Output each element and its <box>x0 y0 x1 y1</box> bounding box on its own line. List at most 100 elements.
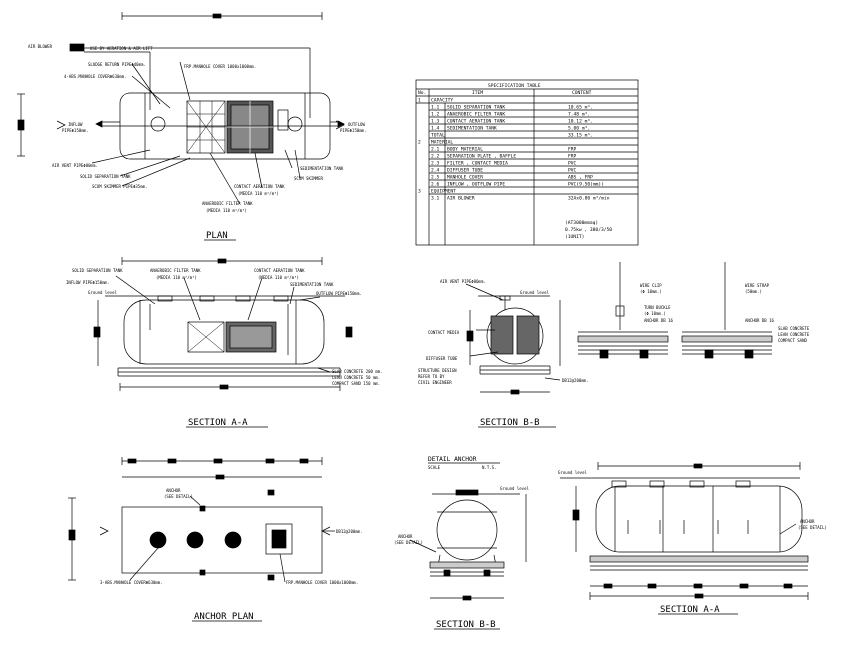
spec-cell-no: 2.3 <box>431 161 440 167</box>
plan-inflow-label: INFLOW <box>68 122 83 127</box>
spec-cell-no: 2.6 <box>431 182 440 188</box>
saa-ground-level-label: Ground level <box>88 290 117 295</box>
spec-cell-item: SEPARATION PLATE , BAFFLE <box>447 154 516 160</box>
spec-header-content: CONTENT <box>572 90 592 96</box>
spec-cell-item: SEDIMENTATION TANK <box>447 126 497 132</box>
spec-cell-no: 1.2 <box>431 112 440 118</box>
spec-cell-item: DIFFUSER TUBE <box>447 168 483 174</box>
da-nts-label: N.T.S. <box>482 465 496 470</box>
strap-wire-strap-label: WIRE STRAP <box>745 283 770 288</box>
spec-cell-item: SOLID SEPARATION TANK <box>447 105 505 111</box>
saa-inflow-label: INFLOW PIPEΦ150mm. <box>66 280 109 285</box>
plan-outflow-pipe-label: PIPEΦ150mm. <box>340 128 367 133</box>
plan-contact-media-label: (MEDIA 110 m²/m³) <box>238 191 279 196</box>
plan-view: AIR BLOWER USE BY AERATION & AIR LIFT SL… <box>17 12 367 241</box>
spec-cell-content: FRP <box>568 147 577 153</box>
saa2-anchor-label: ANCHOR <box>800 519 815 524</box>
saa2-title: SECTION A-A <box>660 605 720 615</box>
spec-cell-item: FILTER , CONTACT MEDIA <box>447 161 508 167</box>
plan-sludge-return-label: SLUDGE RETURN PIPEΦ40mm. <box>88 62 146 67</box>
plan-solid-sep-label: SOLID SEPARATION TANK <box>80 174 131 179</box>
spec-cell-item: BODY MATERIAL <box>447 147 483 153</box>
da-section-title: SECTION B-B <box>436 620 496 630</box>
spec-blower-extra-2: 0.75kw , 380/3/50 <box>565 227 612 233</box>
saa2-see-detail-label: (SEE DETAIL) <box>798 525 827 530</box>
spec-cell-item: INFLOW , OUTFLOW PIPE <box>447 182 505 188</box>
strap-turn-buckle-label: TURN BUCKLE <box>644 305 671 310</box>
spec-cell-no: 1.3 <box>431 119 440 125</box>
saa-lean-label: LEAN CONCRETE 50 mm. <box>332 375 380 380</box>
saa-contact-aeration-label: CONTACT AERATION TANK <box>254 268 305 273</box>
saa-outflow-label: OUTFLOW PIPEΦ150mm. <box>316 291 362 296</box>
spec-cell-no: 1 <box>418 98 421 104</box>
spec-cell-no: 3 <box>418 189 421 195</box>
spec-cell-content: 10.65 m³. <box>568 105 593 111</box>
spec-cell-content: PVC <box>568 168 577 174</box>
saa-anaerobic-media-label: (MEDIA 110 m²/m³) <box>156 275 197 280</box>
ap-frp-label: FRP.MANHOLE COVER 1000x1000mm. <box>286 580 358 585</box>
sbb-diffuser-label: DIFFUSER TUBE <box>426 356 458 361</box>
ap-see-detail-label: (SEE DETAIL) <box>164 494 193 499</box>
sbb-ground-label: Ground level <box>520 290 549 295</box>
anchor-plan-view: ANCHOR (SEE DETAIL) DB12@200mm. 3-ABS.MA… <box>68 457 363 622</box>
plan-anaerobic-label: ANAEROBIC FILTER TANK <box>202 201 253 206</box>
spec-cell-no: 2.5 <box>431 175 440 181</box>
spec-cell-item: EQUIPMENT <box>431 189 456 195</box>
spec-cell-content: 5.00 m³. <box>568 126 590 132</box>
strap-detail-view: WIRE CLIP (Φ 10mm.) TURN BUCKLE (Φ 10mm.… <box>577 262 810 359</box>
da-scale-label: SCALE <box>428 465 441 470</box>
saa-solid-sep-label: SOLID SEPARATION TANK <box>72 268 123 273</box>
strap-sand-label: COMPACT SAND <box>778 338 807 343</box>
spec-cell-content: PVC(9.50(mm)) <box>568 182 604 188</box>
sbb-contact-media-label: CONTACT MEDIA <box>428 330 460 335</box>
spec-header-no: No. <box>418 90 426 96</box>
da-see-detail-label: (SEE DETAIL) <box>394 540 423 545</box>
saa-anaerobic-label: ANAEROBIC FILTER TANK <box>150 268 201 273</box>
spec-cell-content: PVC <box>568 161 577 167</box>
sbb-civil-label: CIVIL ENGINEER <box>418 380 452 385</box>
ap-title: ANCHOR PLAN <box>194 612 254 622</box>
strap-wire-clip-size: (Φ 10mm.) <box>640 289 662 294</box>
strap-anchor-right-label: ANCHOR DB 16 <box>745 318 774 323</box>
plan-title: PLAN <box>206 231 228 241</box>
spec-cell-content: ABS , FRP <box>568 175 593 181</box>
strap-wire-clip-label: WIRE CLIP <box>640 283 662 288</box>
saa-slab-label: SLAB CONCRETE 200 mm. <box>332 369 383 374</box>
plan-outflow-label: OUTFLOW <box>348 122 365 127</box>
plan-inflow-pipe-label: PIPEΦ150mm. <box>62 128 89 133</box>
spec-cell-item: MANHOLE COVER <box>447 175 483 181</box>
spec-cell-no: 3.1 <box>431 196 440 202</box>
sbb-db-label: DB12@200mm. <box>562 378 589 383</box>
spec-cell-item: ANAEROBIC FILTER TANK <box>447 112 505 118</box>
spec-blower-extra-3: (1UNIT) <box>565 234 584 240</box>
spec-cell-item: MATERIAL <box>431 140 453 146</box>
spec-blower-extra-1: (AT3000mmaq) <box>565 220 598 226</box>
strap-lean-label: LEAN CONCRETE <box>778 332 810 337</box>
spec-cell-no: 1.1 <box>431 105 440 111</box>
spec-header-item: ITEM <box>472 90 483 96</box>
ap-abs-label: 3-ABS.MANHOLE COVERΦ630mm. <box>100 580 163 585</box>
spec-table-title: SPECIFICATION TABLE <box>488 83 541 89</box>
da-title: DETAIL ANCHOR <box>428 456 477 463</box>
spec-cell-no: 1.4 <box>431 126 440 132</box>
spec-cell-content: 7.48 m³. <box>568 112 590 118</box>
plan-contact-aeration-label: CONTACT AERATION TANK <box>234 184 285 189</box>
spec-cell-no: 2.2 <box>431 154 440 160</box>
strap-wire-strap-size: (50mm.) <box>745 289 762 294</box>
plan-air-blower-label: AIR BLOWER <box>28 44 53 49</box>
ap-db-label: DB12@200mm. <box>336 529 363 534</box>
saa2-ground-label: Ground level <box>558 470 587 475</box>
spec-cell-no: 2.4 <box>431 168 440 174</box>
spec-cell-no: 2.1 <box>431 147 440 153</box>
plan-sedimentation-label: SEDIMENTATION TANK <box>300 166 344 171</box>
spec-cell-content: FRP <box>568 154 577 160</box>
da-anchor-label: ANCHOR <box>398 534 413 539</box>
sbb-structure-label: STRUCTURE DESIGN <box>418 368 457 373</box>
plan-air-vent-label: AIR VENT PIPEΦ80mm. <box>52 163 98 168</box>
plan-aeration-label: USE BY AERATION & AIR LIFT <box>90 46 153 51</box>
spec-cell-item: TOTAL <box>431 133 445 139</box>
sbb-air-vent-label: AIR VENT PIPEΦ80mm. <box>440 279 486 284</box>
section-aa2-view: Ground level ANCHOR (SEE DETAIL) SECTION… <box>558 462 827 615</box>
